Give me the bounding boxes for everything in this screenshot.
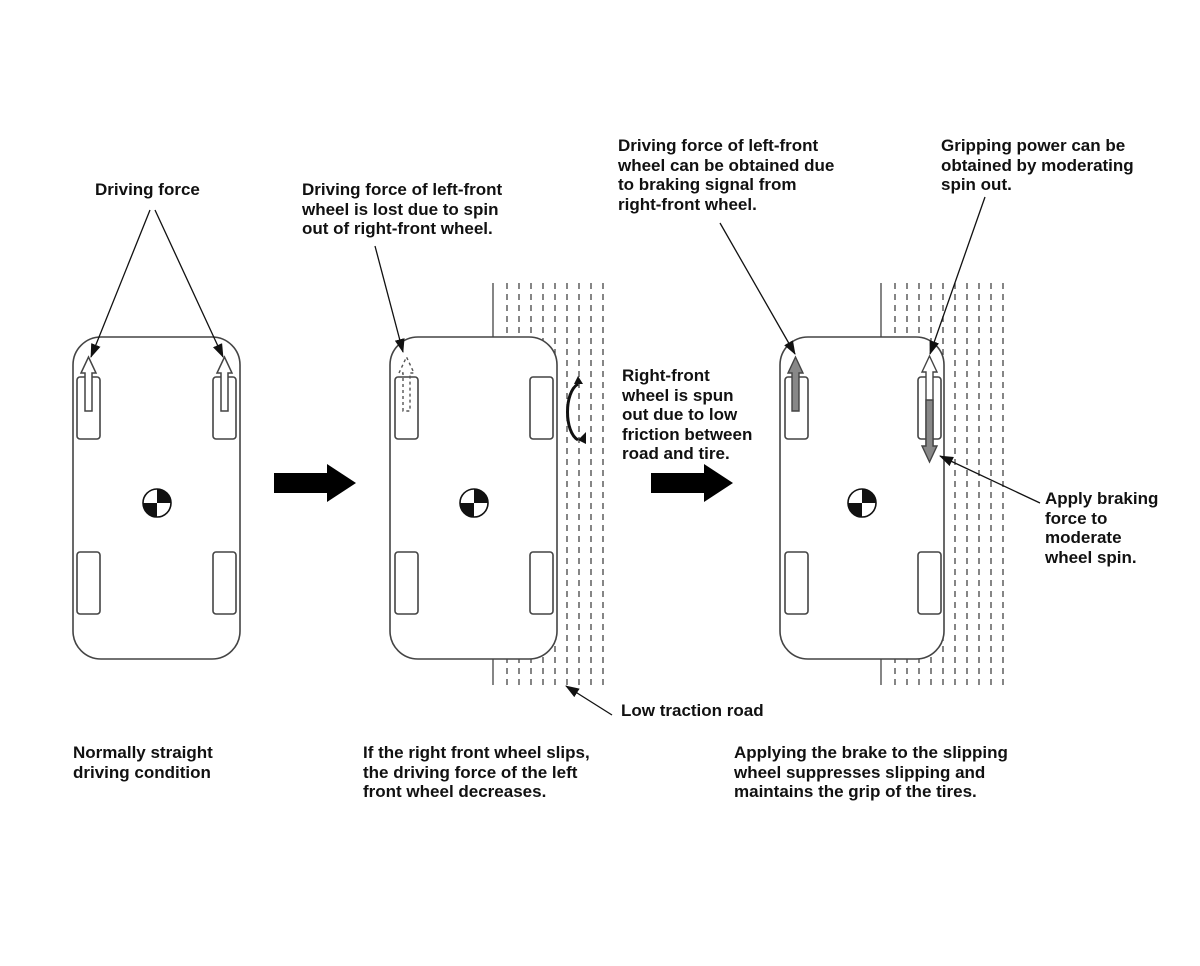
wheel-front-right (529, 376, 554, 440)
left-front-obtained-label: Driving force of left-front wheel can be… (618, 136, 835, 214)
right-front-spun-label: Right-front wheel is spun out due to low… (622, 366, 753, 463)
lost-force-pointer (374, 245, 405, 353)
wheel-rear-left (76, 551, 101, 615)
wheel-front-left (394, 376, 419, 440)
caption-brake: Applying the brake to the slipping wheel… (734, 743, 1008, 801)
left-front-lost-label: Driving force of left-front wheel is los… (302, 180, 503, 238)
rotation-arrow-icon (566, 376, 586, 444)
low-traction-road-label: Low traction road (621, 701, 764, 720)
wheel-rear-left (394, 551, 419, 615)
lost-driving-force-arrow (397, 355, 416, 412)
gripping-power-label: Gripping power can be obtained by modera… (941, 136, 1134, 194)
center-of-gravity-icon (459, 488, 489, 518)
caption-normal: Normally straight driving condition (73, 743, 213, 782)
driving-force-arrow-left (79, 355, 98, 412)
brake-pointers (719, 196, 1041, 504)
right-arrow-icon (651, 464, 733, 502)
apply-braking-label: Apply braking force to moderate wheel sp… (1045, 489, 1159, 567)
low-traction-pointer (565, 685, 613, 716)
wheel-rear-right (212, 551, 237, 615)
caption-slip: If the right front wheel slips, the driv… (363, 743, 590, 801)
wheel-rear-left (784, 551, 809, 615)
driving-force-pointers (90, 209, 224, 358)
center-of-gravity-icon (847, 488, 877, 518)
car-body (72, 336, 241, 660)
obtained-driving-force-arrow (786, 355, 805, 412)
wheel-rear-right (917, 551, 942, 615)
right-arrow-icon (274, 464, 356, 502)
driving-force-arrow-right (215, 355, 234, 412)
braking-force-arrow (920, 354, 939, 464)
driving-force-label: Driving force (95, 180, 200, 199)
center-of-gravity-icon (142, 488, 172, 518)
wheel-rear-right (529, 551, 554, 615)
